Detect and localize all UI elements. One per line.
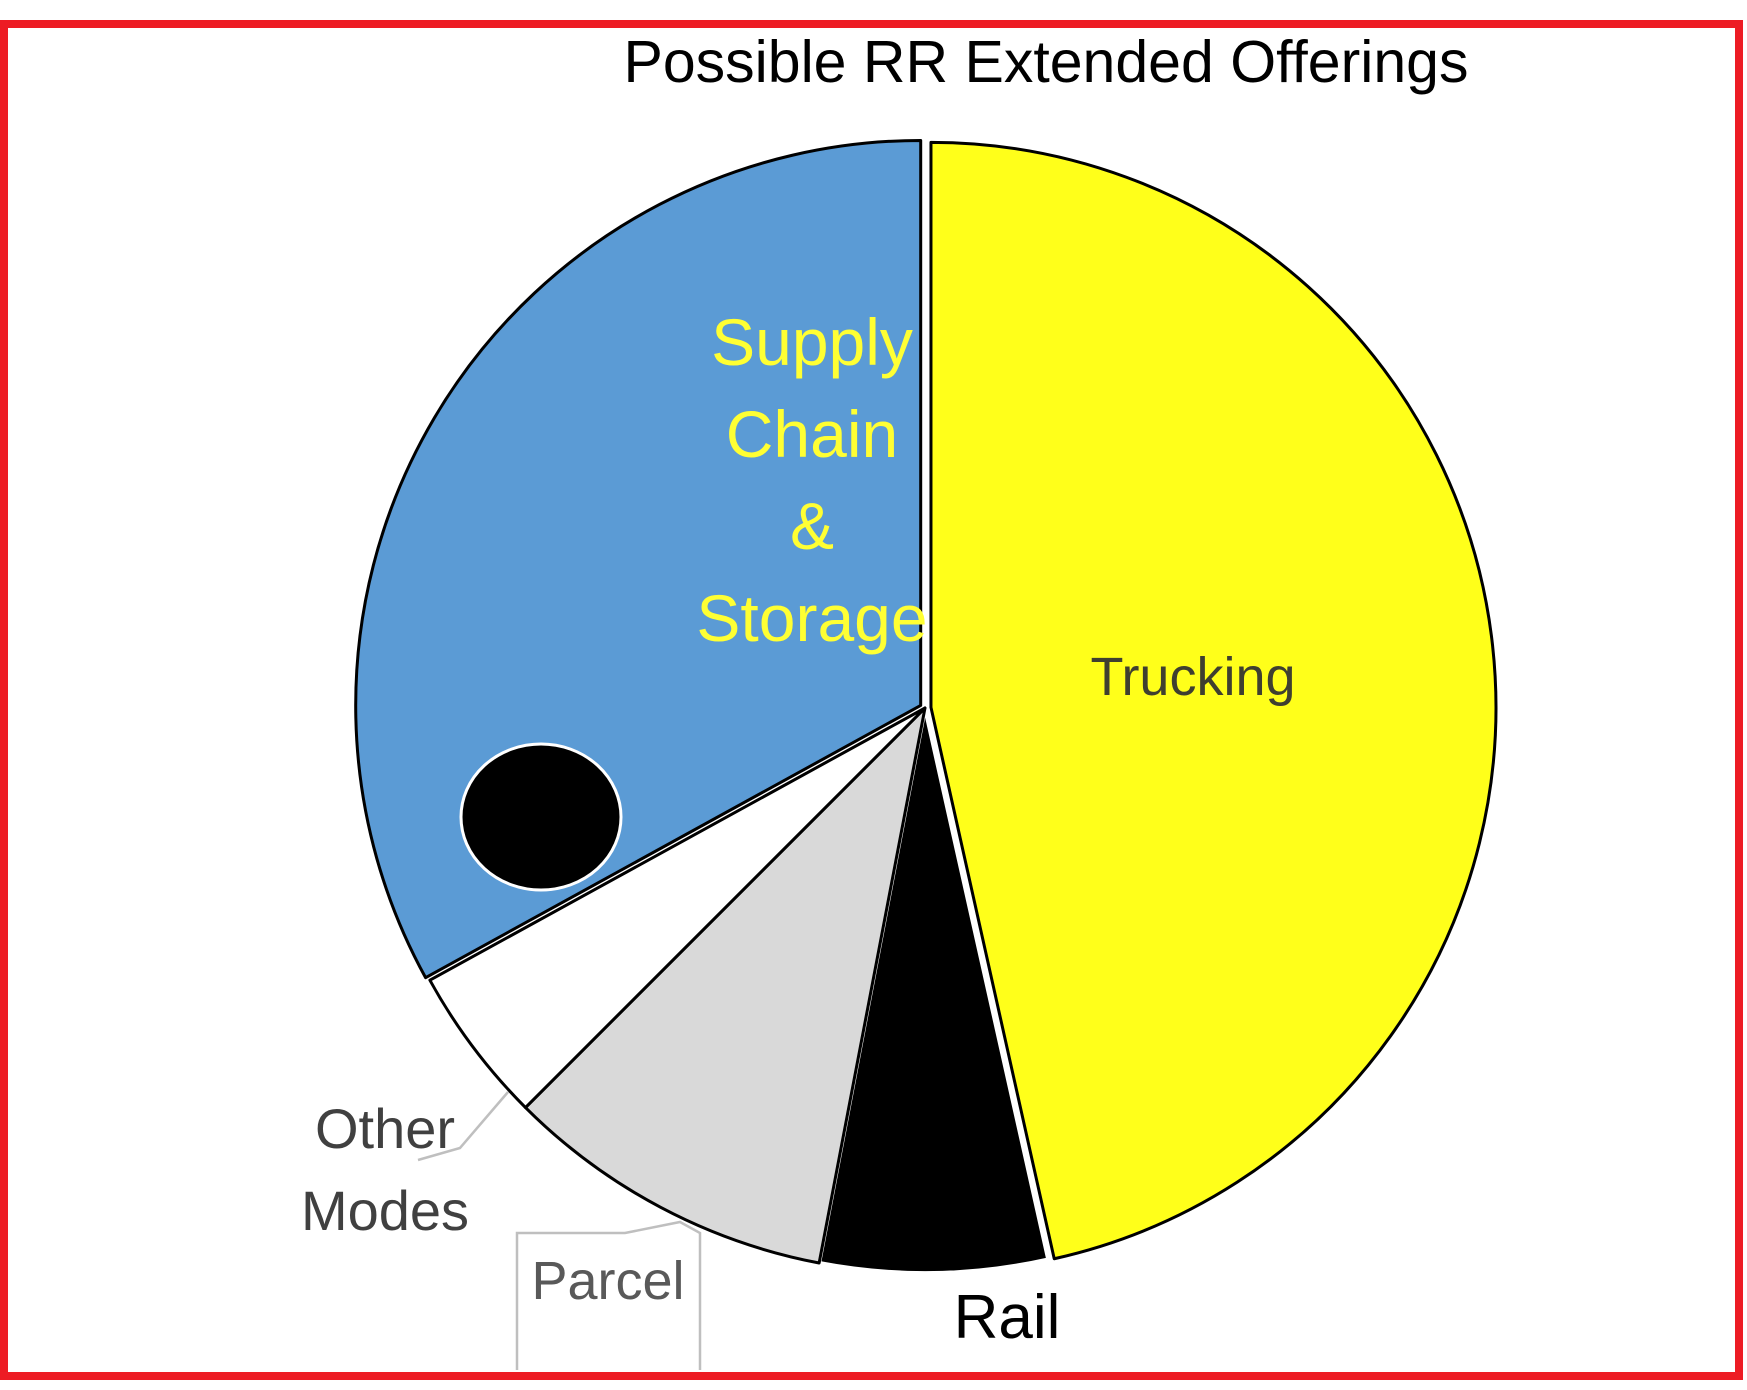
other-modes-leader-line xyxy=(417,1091,509,1162)
slice-label-line: Modes xyxy=(301,1179,469,1242)
slice-label-line: Other xyxy=(315,1097,455,1160)
callouts xyxy=(417,1091,702,1370)
slice-other-modes xyxy=(428,706,927,1110)
slice-label-line: Supply xyxy=(711,305,913,379)
black-dot-marker xyxy=(459,742,623,892)
slice-rail xyxy=(817,706,1051,1275)
slice-label-line: Rail xyxy=(954,1283,1061,1352)
slice-label-line: Parcel xyxy=(531,1251,684,1311)
slice-label-line: & xyxy=(790,489,834,563)
chart-title: Possible RR Extended Offerings xyxy=(623,29,1468,95)
slice-label-rail: Rail xyxy=(954,1283,1061,1352)
slice-trucking xyxy=(929,140,1498,1261)
pie-slices xyxy=(354,138,1498,1275)
slice-label-line: Storage xyxy=(696,581,927,655)
slice-label-trucking: Trucking xyxy=(1090,647,1295,707)
slice-label-line: Chain xyxy=(726,397,898,471)
slice-label-parcel: Parcel xyxy=(531,1251,684,1311)
slice-label-line: Trucking xyxy=(1090,647,1295,707)
slice-parcel xyxy=(523,706,927,1265)
parcel-callout-box xyxy=(515,1220,702,1370)
